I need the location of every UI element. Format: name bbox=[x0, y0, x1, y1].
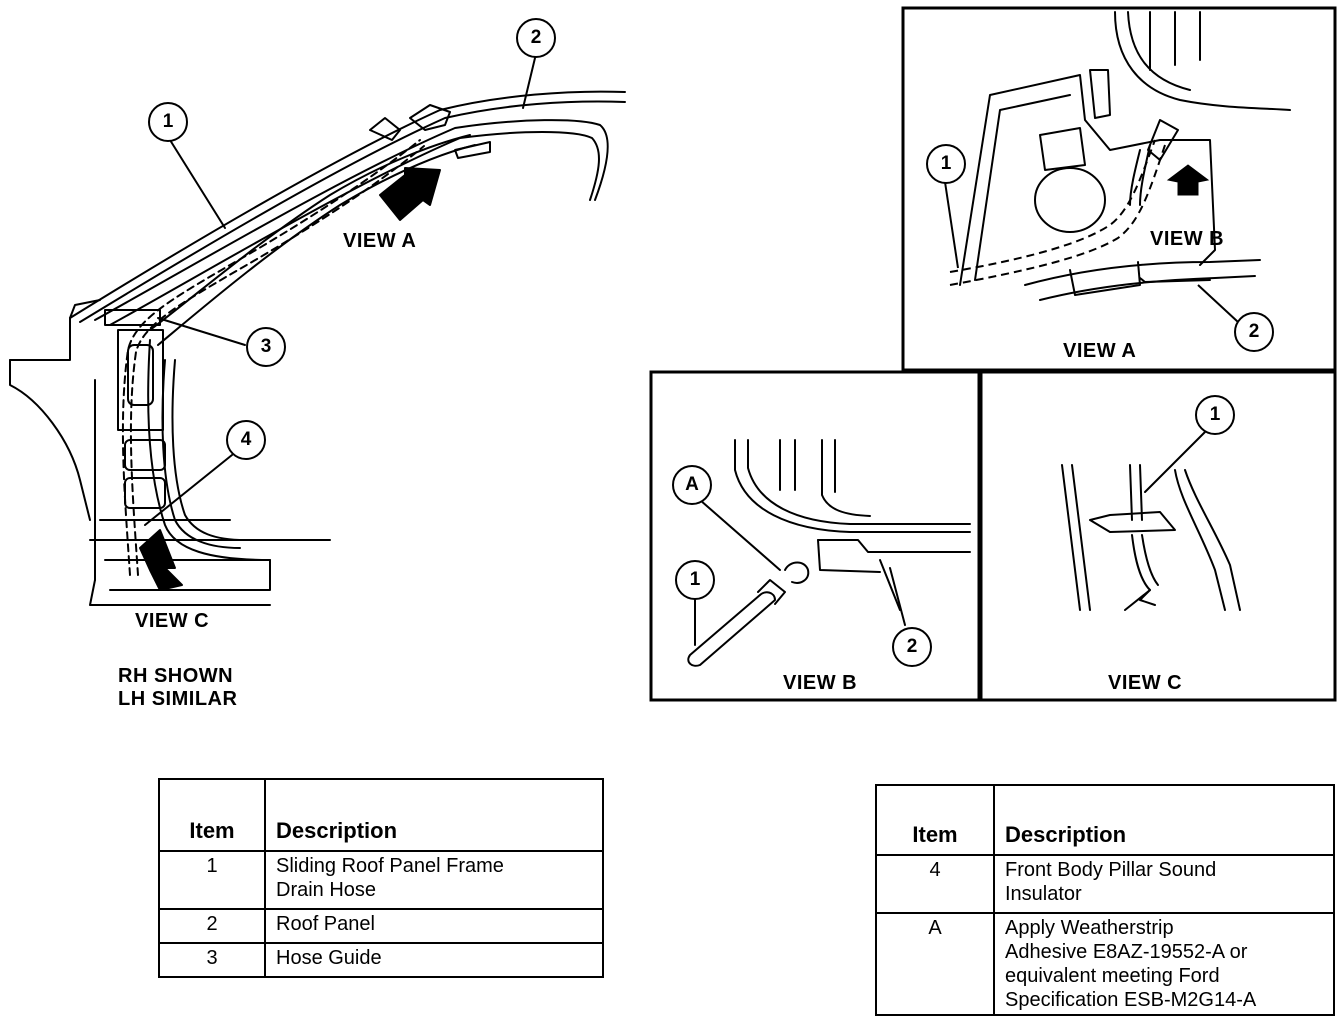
table-row: 4 Front Body Pillar Sound Insulator bbox=[875, 854, 1335, 914]
table-row: A Apply Weatherstrip Adhesive E8AZ-19552… bbox=[875, 912, 1335, 1016]
main-drain-hose-dashed bbox=[121, 139, 425, 576]
view-a-panel bbox=[901, 6, 1337, 372]
legend-left-item: 2 bbox=[158, 908, 266, 944]
view-a-callout-1: 1 bbox=[926, 144, 966, 184]
view-c-caption: VIEW C bbox=[1108, 672, 1183, 694]
description-line: Adhesive E8AZ-19552-A or bbox=[1005, 941, 1248, 963]
legend-left-description: Sliding Roof Panel Frame Drain Hose bbox=[264, 850, 604, 910]
legend-table-left: Item Description 1 Sliding Roof Panel Fr… bbox=[158, 778, 604, 978]
note-lh-similar: LH SIMILAR bbox=[118, 688, 238, 710]
main-callout-1: 1 bbox=[148, 102, 188, 142]
view-a-callout-2: 2 bbox=[1234, 312, 1274, 352]
view-a-label-view-b: VIEW B bbox=[1150, 228, 1225, 250]
main-callout-3: 3 bbox=[246, 327, 286, 367]
view-c-callout-1: 1 bbox=[1195, 395, 1235, 435]
main-body-structure bbox=[9, 90, 626, 606]
legend-left-item: 3 bbox=[158, 942, 266, 978]
description-line: Sliding Roof Panel Frame bbox=[276, 855, 504, 877]
description-line: Insulator bbox=[1005, 883, 1082, 905]
main-callout-4: 4 bbox=[226, 420, 266, 460]
main-leaders bbox=[144, 57, 536, 526]
description-line: Specification ESB-M2G14-A bbox=[1005, 989, 1257, 1011]
legend-table-right: Item Description 4 Front Body Pillar Sou… bbox=[875, 784, 1335, 1016]
main-callout-2: 2 bbox=[516, 18, 556, 58]
view-b-callout-a: A bbox=[672, 465, 712, 505]
main-label-view-c: VIEW C bbox=[135, 610, 210, 632]
view-b-callout-1: 1 bbox=[675, 560, 715, 600]
legend-left-item: 1 bbox=[158, 850, 266, 910]
table-row: 2 Roof Panel bbox=[158, 908, 604, 944]
legend-right-description: Front Body Pillar Sound Insulator bbox=[993, 854, 1335, 914]
view-b-panel bbox=[649, 370, 981, 702]
legend-left-description: Roof Panel bbox=[264, 908, 604, 944]
table-row: 1 Sliding Roof Panel Frame Drain Hose bbox=[158, 850, 604, 910]
main-arrows bbox=[139, 167, 441, 591]
description-line: Drain Hose bbox=[276, 879, 377, 901]
description-line: Front Body Pillar Sound bbox=[1005, 859, 1217, 881]
legend-right-header-item: Item bbox=[875, 784, 995, 856]
legend-right-item: A bbox=[875, 912, 995, 1016]
view-b-callout-2: 2 bbox=[892, 627, 932, 667]
view-c-panel bbox=[979, 370, 1337, 702]
legend-left-header-item: Item bbox=[158, 778, 266, 852]
view-b-caption: VIEW B bbox=[783, 672, 858, 694]
main-label-view-a: VIEW A bbox=[343, 230, 417, 252]
note-rh-shown: RH SHOWN bbox=[118, 665, 234, 687]
description-line: Apply Weatherstrip bbox=[1005, 917, 1174, 939]
legend-right-header-description: Description bbox=[993, 784, 1335, 856]
legend-right-item: 4 bbox=[875, 854, 995, 914]
legend-left-description: Hose Guide bbox=[264, 942, 604, 978]
legend-right-description: Apply Weatherstrip Adhesive E8AZ-19552-A… bbox=[993, 912, 1335, 1016]
roof-clips bbox=[369, 104, 491, 159]
view-a-caption: VIEW A bbox=[1063, 340, 1137, 362]
description-line: equivalent meeting Ford bbox=[1005, 965, 1220, 987]
legend-left-header-description: Description bbox=[264, 778, 604, 852]
table-row: 3 Hose Guide bbox=[158, 942, 604, 978]
